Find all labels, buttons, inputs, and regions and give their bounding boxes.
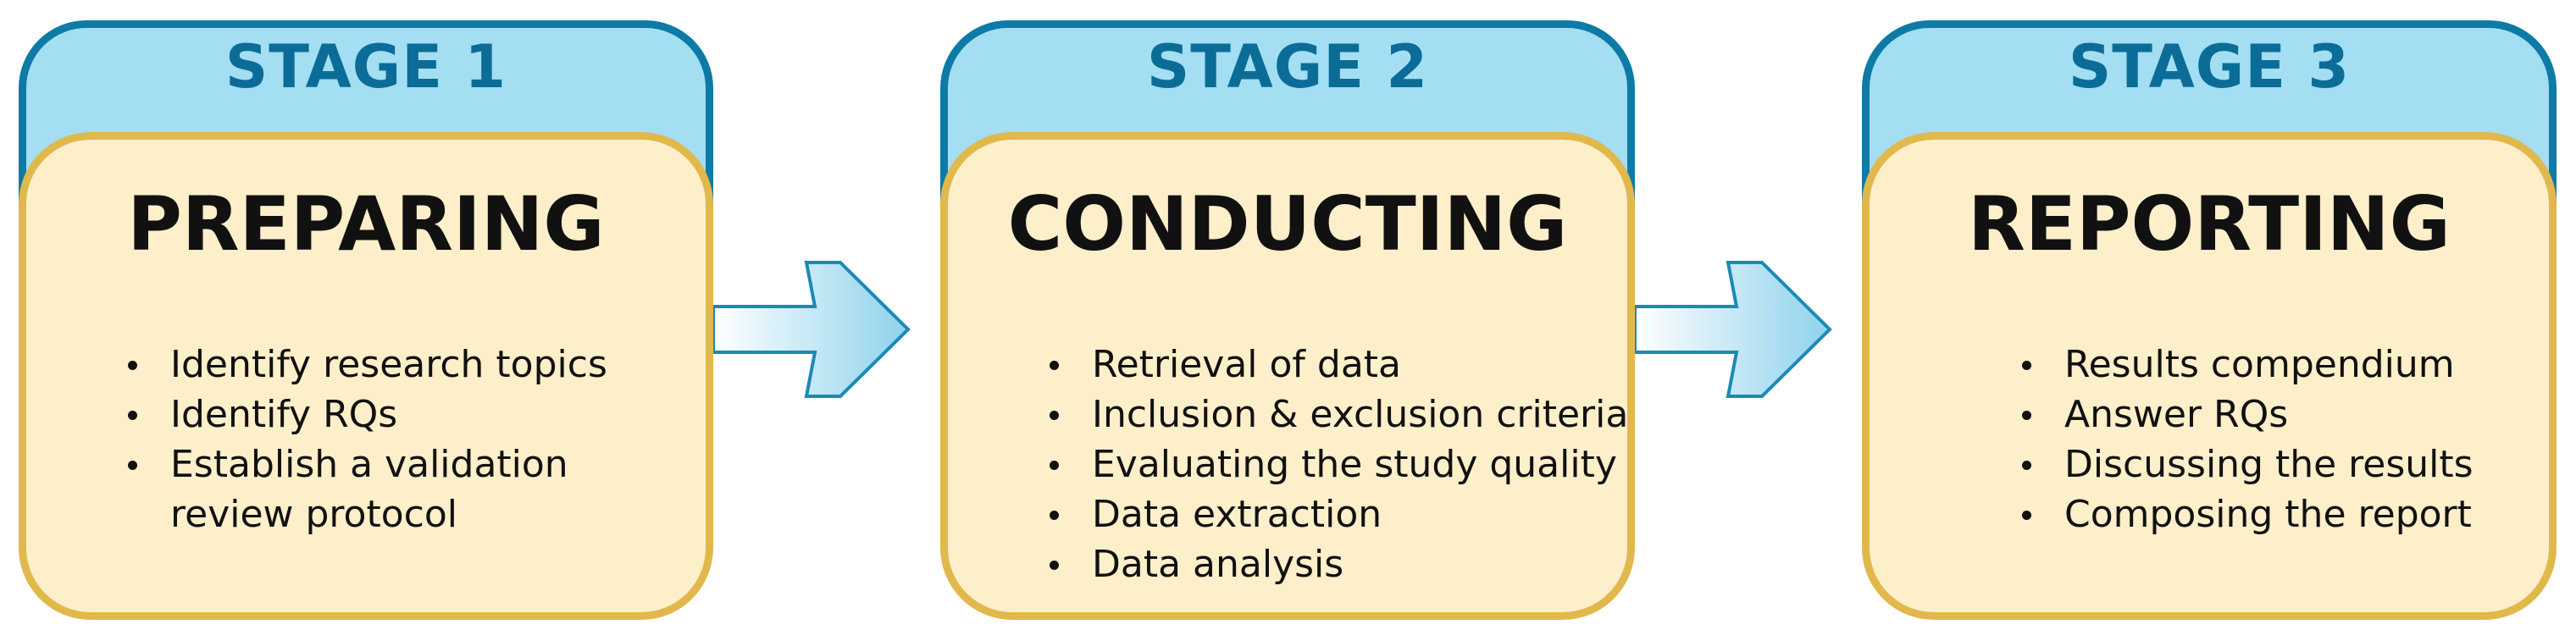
stage-task-list: Results compendium Answer RQs Discussing… xyxy=(2012,340,2546,539)
stage-body: REPORTING Results compendium Answer RQs … xyxy=(1862,132,2557,620)
stage-card-3: STAGE 3 REPORTING Results compendium Ans… xyxy=(1862,20,2557,620)
list-item: Retrieval of data xyxy=(1039,340,1632,390)
stage-title: PREPARING xyxy=(127,180,605,268)
stage-label: STAGE 1 xyxy=(224,32,507,102)
list-item: Identify RQs xyxy=(118,390,702,439)
stage-task-list: Retrieval of data Inclusion & exclusion … xyxy=(1039,340,1632,589)
list-item: Inclusion & exclusion criteria xyxy=(1039,390,1632,439)
right-arrow-icon xyxy=(1635,261,1832,398)
stage-body: CONDUCTING Retrieval of data Inclusion &… xyxy=(940,132,1635,620)
list-item: Evaluating the study quality xyxy=(1039,439,1632,489)
stage-title: REPORTING xyxy=(1968,180,2451,268)
stage-label: STAGE 2 xyxy=(1146,32,1429,102)
list-item: Establish a validation review protocol xyxy=(118,439,702,539)
list-item: Results compendium xyxy=(2012,340,2546,390)
stage-task-list: Identify research topics Identify RQs Es… xyxy=(118,340,702,539)
stage-title: CONDUCTING xyxy=(1007,180,1568,268)
list-item: Composing the report xyxy=(2012,489,2546,539)
stage-label: STAGE 3 xyxy=(2068,32,2351,102)
list-item: Answer RQs xyxy=(2012,390,2546,439)
list-item: Discussing the results xyxy=(2012,439,2546,489)
list-item: Data analysis xyxy=(1039,539,1632,589)
stage-card-2: STAGE 2 CONDUCTING Retrieval of data Inc… xyxy=(940,20,1635,620)
list-item: Identify research topics xyxy=(118,340,702,390)
stage-body: PREPARING Identify research topics Ident… xyxy=(19,132,713,620)
stage-card-1: STAGE 1 PREPARING Identify research topi… xyxy=(19,20,713,620)
right-arrow-icon xyxy=(713,261,911,398)
list-item: Data extraction xyxy=(1039,489,1632,539)
